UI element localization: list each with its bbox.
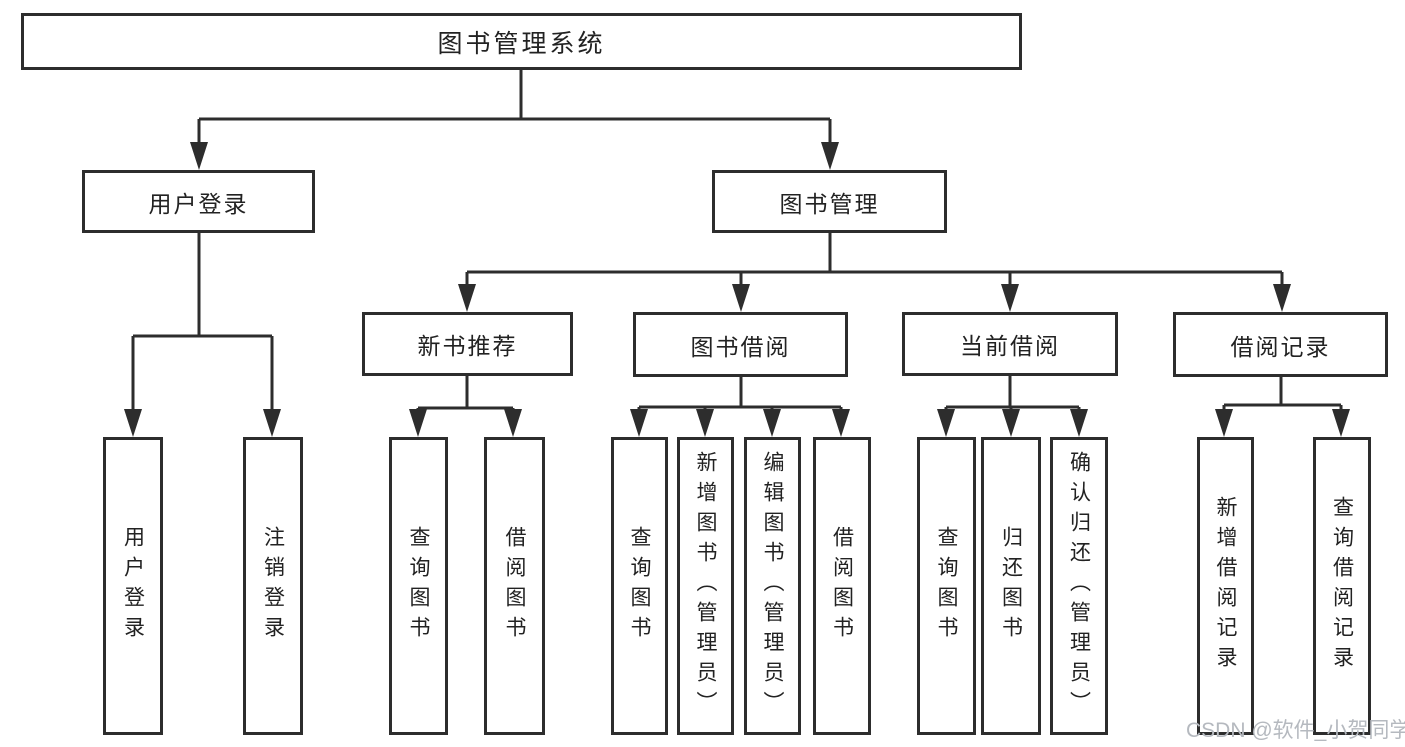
leaf-user-login: 用户登录 [103,437,163,735]
leaf-current-confirm-return-admin: 确认归还（管理员） [1050,437,1108,735]
leaf-current-query-books: 查询图书 [917,437,976,735]
leaf-records-add-record: 新增借阅记录 [1197,437,1254,735]
leaf-newbook-query-books: 查询图书 [389,437,448,735]
node-root-library-system: 图书管理系统 [21,13,1022,70]
node-book-management: 图书管理 [712,170,947,233]
leaf-borrowing-borrow-books: 借阅图书 [813,437,871,735]
arrowheads [124,142,1350,437]
leaf-newbook-borrow-books: 借阅图书 [484,437,545,735]
leaf-borrowing-add-books-admin: 新增图书（管理员） [677,437,734,735]
leaf-logout: 注销登录 [243,437,303,735]
node-borrowing-records: 借阅记录 [1173,312,1388,377]
node-new-book-recommendation: 新书推荐 [362,312,573,376]
leaf-current-return-books: 归还图书 [981,437,1041,735]
watermark: CSDN @软件_小贺同学 [1186,719,1405,742]
connector-lines [131,69,1343,412]
leaf-borrowing-edit-books-admin: 编辑图书（管理员） [744,437,801,735]
leaf-records-query-record: 查询借阅记录 [1313,437,1371,735]
leaf-borrowing-query-books: 查询图书 [611,437,668,735]
node-book-borrowing: 图书借阅 [633,312,848,377]
node-user-login: 用户登录 [82,170,315,233]
node-current-borrowing: 当前借阅 [902,312,1118,376]
